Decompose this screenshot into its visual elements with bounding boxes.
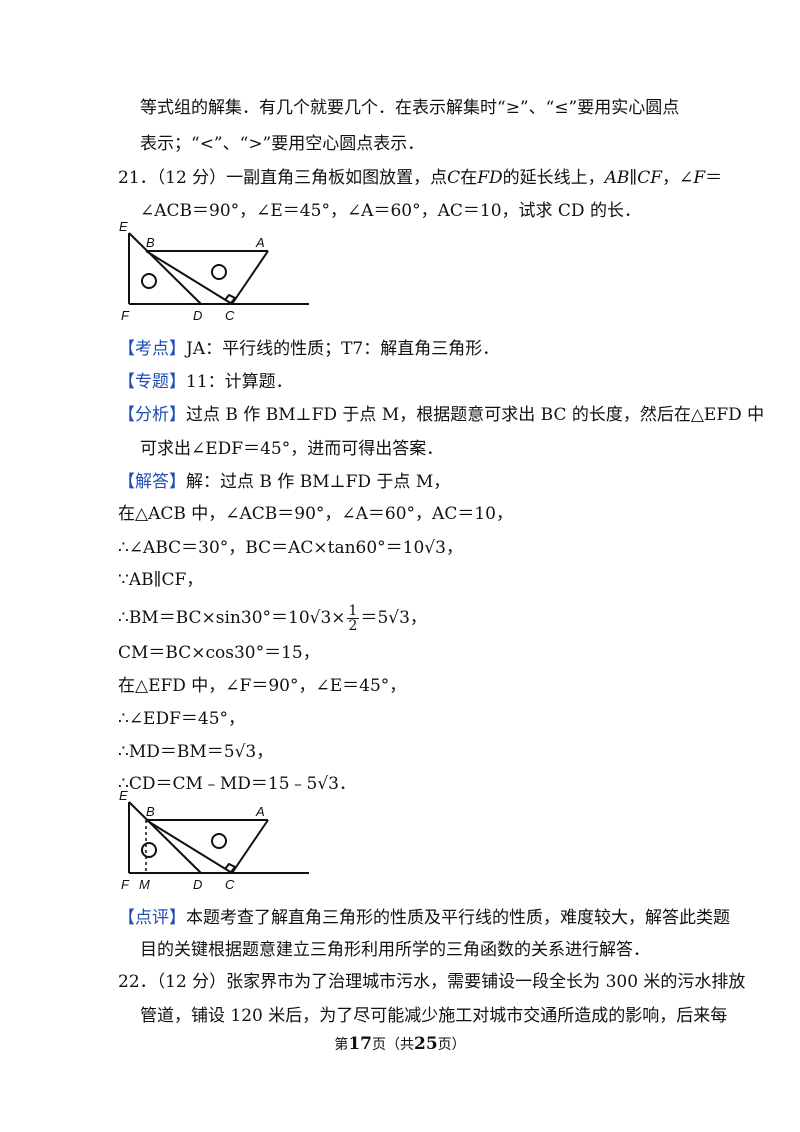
- question-22-line2: 管道，铺设 120 米后，为了尽可能减少施工对城市交通所造成的影响，后来每: [140, 1006, 728, 1026]
- kaodian-line: 【考点】JA：平行线的性质；T7：解直角三角形．: [118, 339, 500, 359]
- label-f: F: [121, 877, 130, 892]
- label-d: D: [193, 877, 202, 892]
- label-c: C: [225, 308, 235, 323]
- solution-step: CM＝BC×cos30°＝15，: [118, 643, 320, 663]
- label-f: F: [121, 308, 130, 323]
- triangle-figure-1: E B A F D C: [119, 219, 309, 323]
- label-e: E: [119, 788, 128, 803]
- zhuanti-line: 【专题】11：计算题．: [118, 372, 293, 392]
- solution-step: 在△ACB 中，∠ACB＝90°，∠A＝60°，AC＝10，: [118, 504, 513, 524]
- text-line: 表示；“<”、“>”要用空心圆点表示．: [140, 134, 425, 154]
- fenxi-line2: 可求出∠EDF＝45°，进而可得出答案．: [140, 439, 444, 459]
- solution-step: ∴CD＝CM﹣MD＝15﹣5√3．: [118, 774, 356, 794]
- label-a: A: [255, 804, 265, 819]
- solution-step: ∴∠EDF＝45°，: [118, 709, 246, 729]
- triangle-figure-2: E B A F M D C: [119, 788, 309, 892]
- dianping-line: 【点评】本题考查了解直角三角形的性质及平行线的性质，难度较大，解答此类题: [118, 908, 730, 928]
- fenxi-line: 【分析】过点 B 作 BM⊥FD 于点 M，根据题意可求出 BC 的长度，然后在…: [118, 405, 765, 425]
- text-line: 等式组的解集．有几个就要几个．在表示解集时“≥”、“≤”要用实心圆点: [140, 98, 680, 118]
- label-b: B: [146, 804, 155, 819]
- solution-step: ∴MD＝BM＝5√3，: [118, 742, 274, 762]
- label-d: D: [193, 308, 202, 323]
- label-m: M: [139, 877, 150, 892]
- solution-step: ∴∠ABC＝30°，BC＝AC×tan60°＝10√3，: [118, 538, 463, 558]
- label-e: E: [119, 219, 128, 234]
- dianping-line2: 目的关键根据题意建立三角形利用所学的三角函数的关系进行解答．: [140, 940, 650, 960]
- jieda-line: 【解答】解：过点 B 作 BM⊥FD 于点 M，: [118, 472, 451, 492]
- question-21-line1: 21．（12 分）一副直角三角板如图放置，点C在FD的延长线上，AB∥CF，∠F…: [118, 168, 723, 188]
- label-c: C: [225, 877, 235, 892]
- label-b: B: [146, 235, 155, 250]
- solution-step: 在△EFD 中，∠F＝90°，∠E＝45°，: [118, 676, 407, 696]
- solution-step: ∵AB∥CF，: [118, 570, 204, 590]
- question-22-line1: 22．（12 分）张家界市为了治理城市污水，需要铺设一段全长为 300 米的污水…: [118, 972, 746, 992]
- question-21-line2: ∠ACB＝90°，∠E＝45°，∠A＝60°，AC＝10，试求 CD 的长．: [140, 201, 641, 221]
- page-footer: 第17页（共25页）: [334, 1034, 466, 1054]
- label-a: A: [255, 235, 265, 250]
